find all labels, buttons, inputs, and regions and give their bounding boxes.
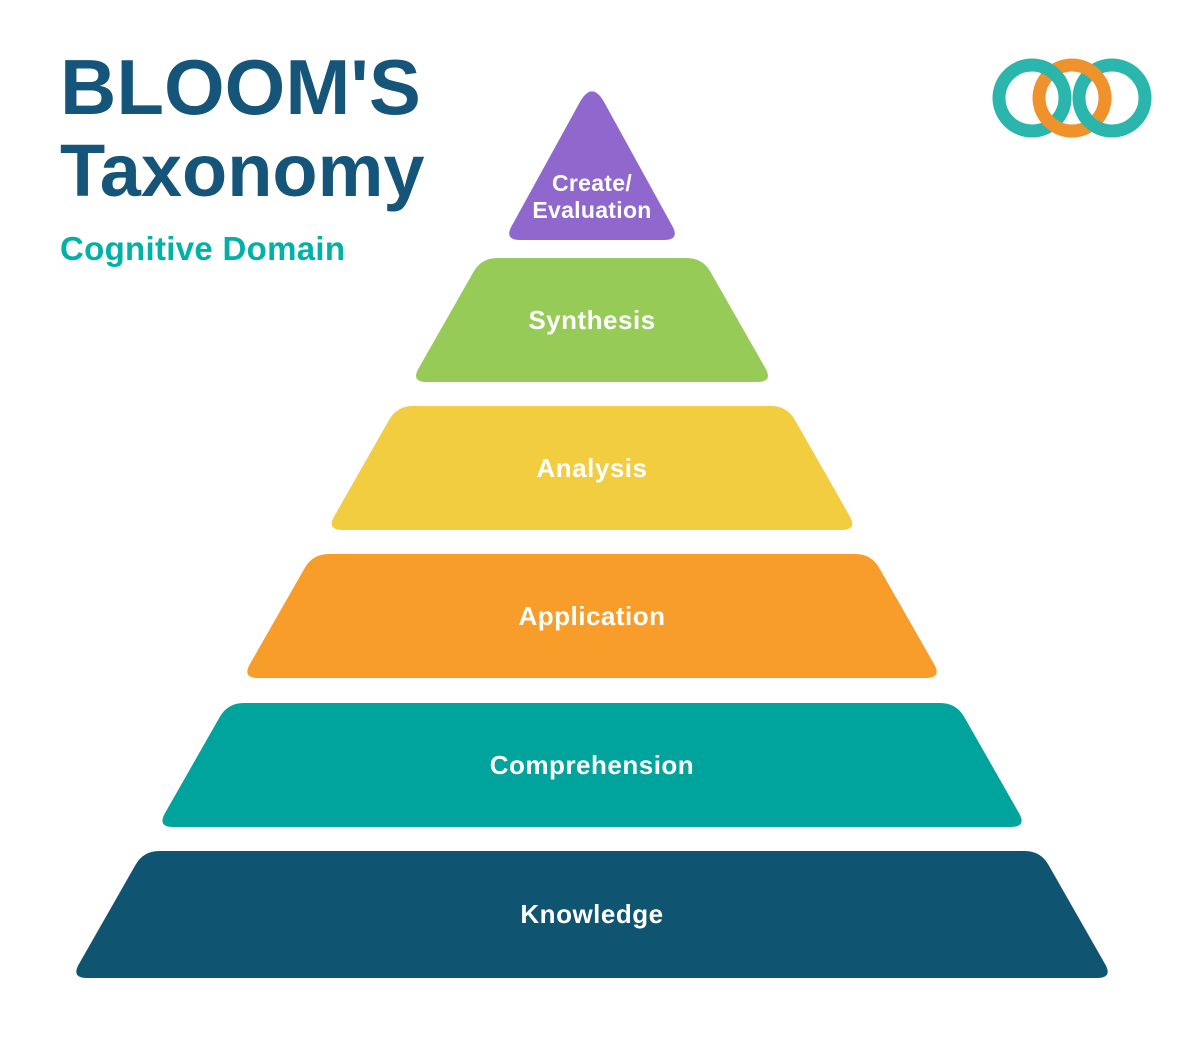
subtitle-cognitive-domain: Cognitive Domain [60, 230, 346, 267]
logo-ring-left-overlap [1038, 59, 1067, 85]
logo-ring-right [1072, 58, 1152, 138]
header-block: BLOOM'S Taxonomy Cognitive Domain [60, 48, 425, 268]
interlocking-rings-logo-icon [992, 58, 1152, 138]
logo-ring-middle [1032, 58, 1112, 138]
logo-ring-right-overlap [1077, 111, 1106, 137]
title-blooms: BLOOM'S [60, 43, 421, 131]
pyramid-level-comprehension [162, 703, 1022, 827]
pyramid-level-knowledge [76, 851, 1108, 978]
logo-ring-left [992, 58, 1072, 138]
title-taxonomy: Taxonomy [60, 129, 425, 212]
pyramid-level-create-evaluation [509, 91, 675, 241]
pyramid-level-application [247, 554, 937, 678]
pyramid-level-analysis [331, 406, 853, 530]
pyramid-level-synthesis [416, 258, 768, 382]
